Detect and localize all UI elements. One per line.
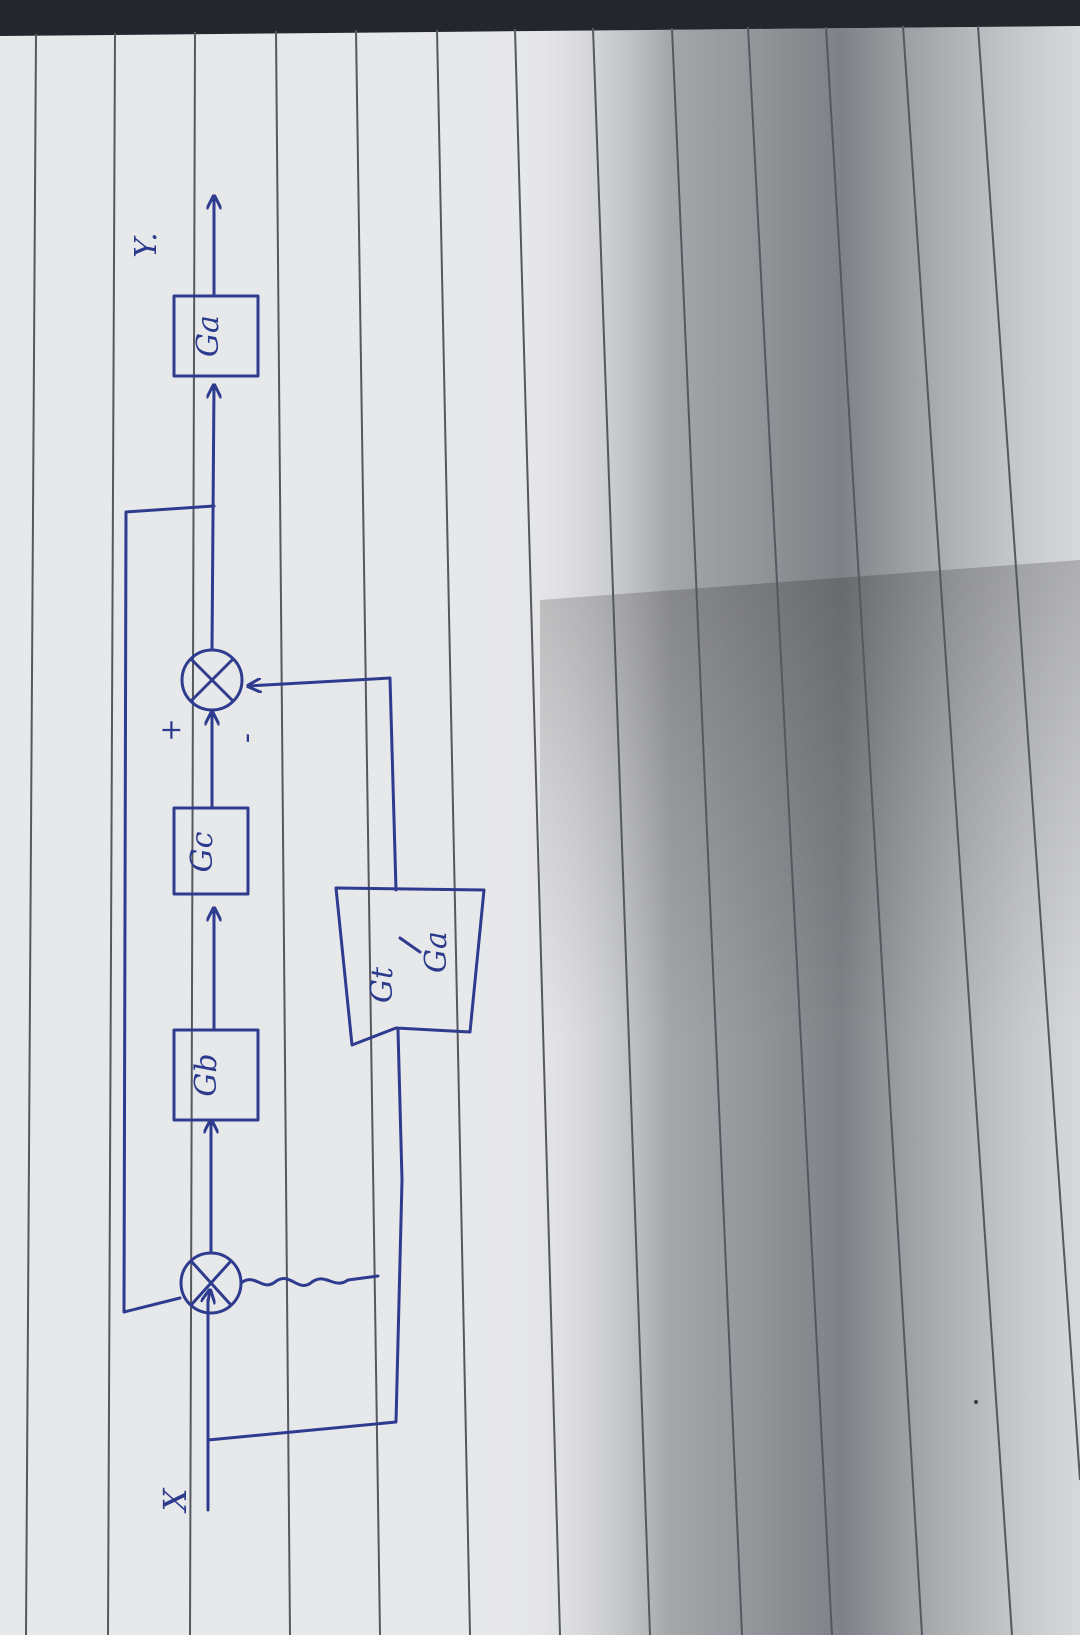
summing-junction-1-cross — [190, 1260, 232, 1306]
block-ga — [172, 294, 260, 378]
output-label: Y. — [129, 232, 164, 257]
paper-shadow-band — [540, 560, 1080, 1250]
block-gc-label: Gc — [185, 831, 220, 872]
paper-speck — [974, 1400, 978, 1404]
feedback-loop — [122, 504, 216, 1314]
sum2-plus-sign: + — [154, 718, 187, 741]
block-gb — [172, 1028, 260, 1122]
block-gb-label: Gb — [189, 1053, 224, 1096]
block-feedforward — [334, 886, 486, 1047]
disturbance-input — [239, 1274, 380, 1287]
block-diagram: Gb Gc + - Ga Y. X Gt Ga — [122, 194, 486, 1514]
feedforward-line-in — [206, 1028, 404, 1442]
ruled-lines — [25, 25, 1080, 1635]
input-label: X — [156, 1487, 194, 1514]
summing-junction-2-cross — [190, 658, 234, 702]
feedforward-line-out — [248, 676, 398, 892]
block-feedforward-denominator: Ga — [419, 931, 454, 973]
sum2-minus-sign: - — [229, 733, 264, 743]
arrow-into-sum1 — [208, 1290, 210, 1302]
block-feedforward-slash — [398, 936, 422, 954]
line-sum2-to-ga — [212, 385, 214, 652]
block-feedforward-numerator: Gt — [365, 966, 400, 1003]
block-ga-label: Ga — [191, 315, 226, 357]
